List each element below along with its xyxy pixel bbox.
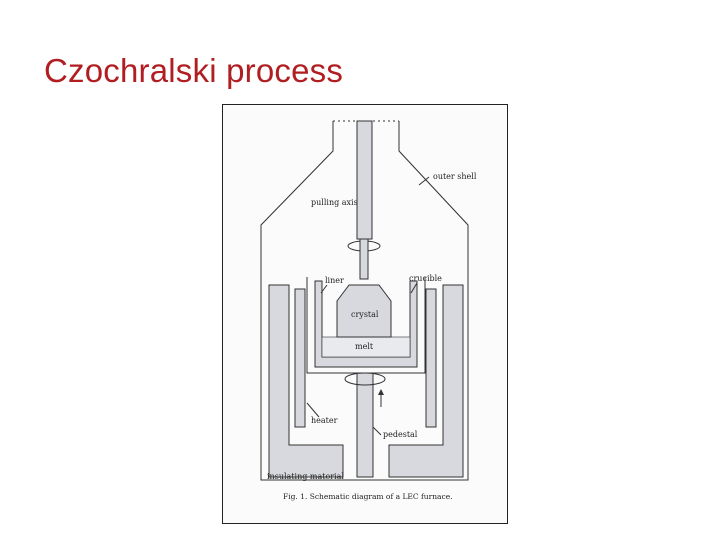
- label-melt: melt: [355, 342, 374, 351]
- label-heater: heater: [311, 416, 338, 425]
- label-pedestal: pedestal: [383, 430, 418, 439]
- label-outer-shell: outer shell: [433, 172, 477, 181]
- label-crucible: crucible: [409, 274, 442, 283]
- insulating-material-left: [268, 284, 344, 478]
- heater-left: [294, 288, 306, 428]
- crystal: [336, 284, 392, 338]
- label-crystal: crystal: [351, 310, 379, 319]
- rotation-arrow-bottom: [344, 372, 386, 386]
- label-insulating-material: insulating material: [267, 472, 344, 481]
- insulating-material-right: [388, 284, 464, 478]
- furnace-diagram-figure: outer shell pulling axis liner crucible …: [222, 104, 508, 524]
- label-liner: liner: [325, 276, 344, 285]
- heater-right: [425, 288, 437, 428]
- pulling-axis: [356, 120, 373, 240]
- pedestal: [356, 372, 374, 478]
- label-pulling-axis: pulling axis: [311, 198, 358, 207]
- furnace-diagram: outer shell pulling axis liner crucible …: [260, 120, 477, 501]
- slide-title: Czochralski process: [44, 52, 344, 89]
- figure-caption: Fig. 1. Schematic diagram of a LEC furna…: [283, 492, 453, 501]
- outer-shell: [260, 121, 469, 481]
- crucible: [314, 280, 418, 368]
